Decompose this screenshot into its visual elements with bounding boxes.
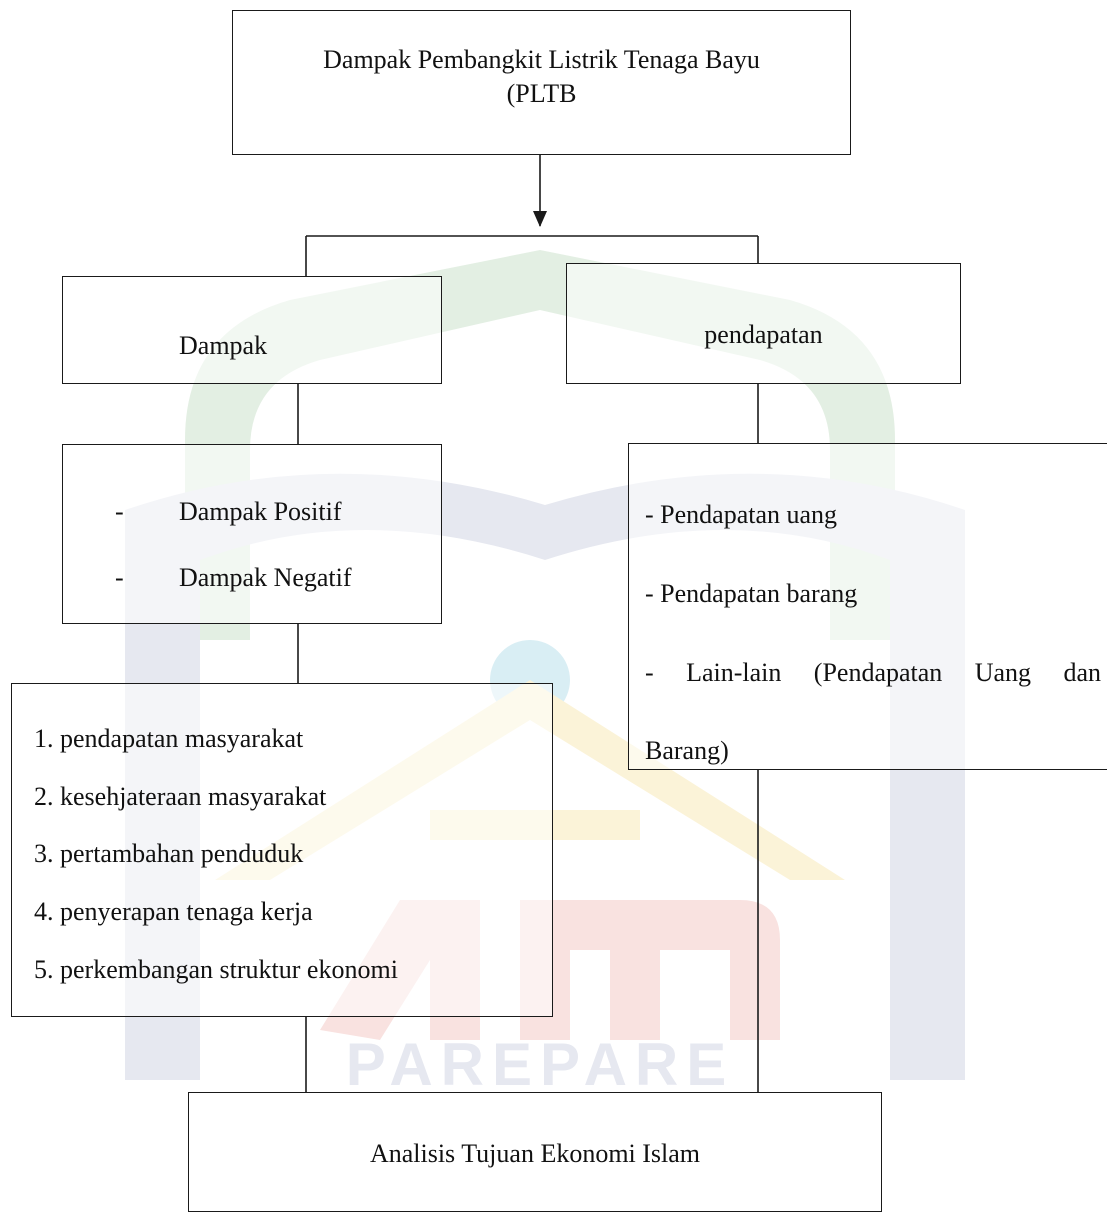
title-line-1: Dampak Pembangkit Listrik Tenaga Bayu [323, 45, 760, 74]
income-item-lain-lain-cont: Barang) [645, 736, 729, 765]
dampak-box: Dampak [62, 276, 442, 384]
pendapatan-label: pendapatan [704, 320, 823, 349]
bullet-dash: - [115, 563, 124, 592]
bullet-dash: - [115, 497, 124, 526]
income-item-barang: - Pendapatan barang [645, 579, 858, 608]
income-types-box: - Pendapatan uang - Pendapatan barang - … [628, 443, 1107, 770]
indicator-item: 1. pendapatan masyarakat [34, 724, 304, 753]
watermark-text: PAREPARE [346, 1031, 735, 1098]
dampak-negatif-item: - Dampak Negatif [115, 561, 352, 595]
indicators-box: 1. pendapatan masyarakat 2. kesehjateraa… [11, 683, 553, 1017]
indicator-item: 2. kesehjateraan masyarakat [34, 782, 327, 811]
dampak-positif-text: Dampak Positif [179, 497, 342, 526]
indicator-item: 5. perkembangan struktur ekonomi [34, 955, 398, 984]
dampak-positif-item: - Dampak Positif [115, 495, 342, 529]
title-box: Dampak Pembangkit Listrik Tenaga Bayu (P… [232, 10, 851, 155]
analisis-label: Analisis Tujuan Ekonomi Islam [369, 1139, 701, 1168]
dampak-label: Dampak [179, 331, 268, 360]
income-item-lain-lain: - Lain-lain (Pendapatan Uang dan [645, 658, 1101, 687]
indicator-item: 4. penyerapan tenaga kerja [34, 897, 313, 926]
income-item-uang: - Pendapatan uang [645, 500, 838, 529]
dampak-negatif-text: Dampak Negatif [179, 563, 352, 592]
dampak-types-box: - Dampak Positif - Dampak Negatif [62, 444, 442, 624]
indicator-item: 3. pertambahan penduduk [34, 839, 304, 868]
pendapatan-box: pendapatan [566, 263, 961, 384]
analisis-box: Analisis Tujuan Ekonomi Islam [188, 1092, 882, 1212]
title-line-2: (PLTB [506, 78, 577, 108]
